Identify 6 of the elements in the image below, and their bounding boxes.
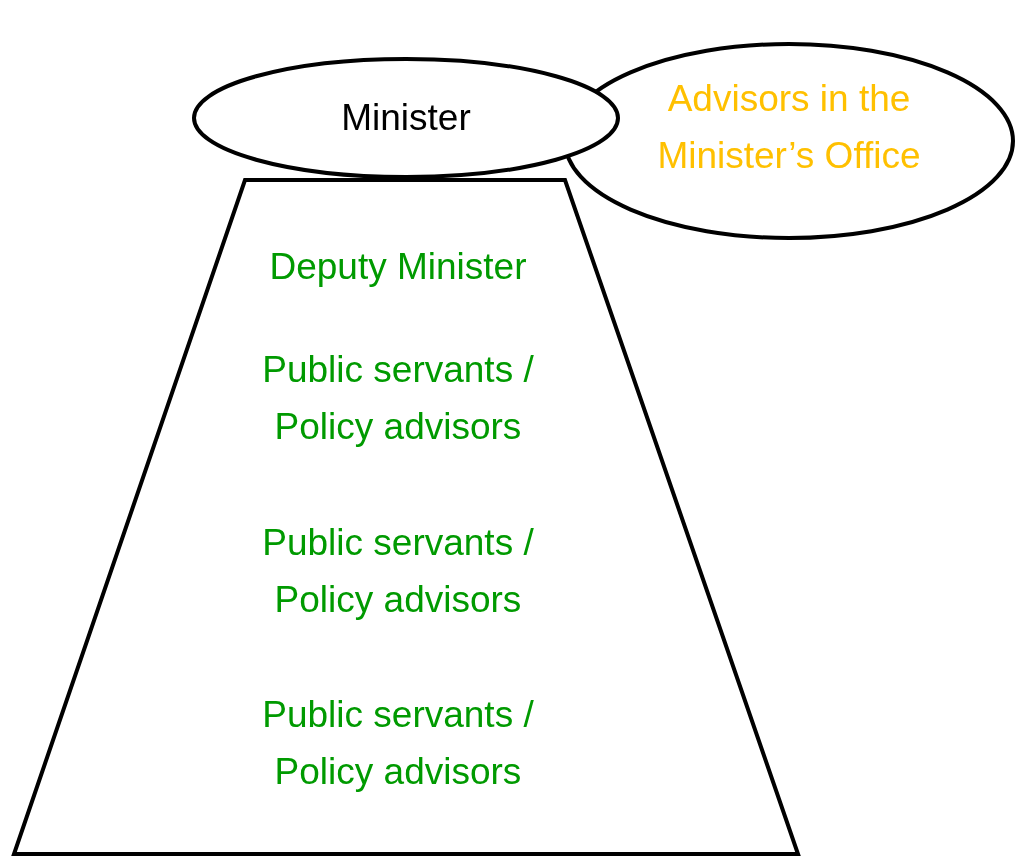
role-label: Deputy Minister [268,245,528,289]
staff-label: Public servants / Policy advisors [261,348,535,449]
role-label: Advisors in the Minister’s Office [656,77,922,178]
staff-label: Public servants / Policy advisors [261,693,535,794]
role-label: Minister [340,96,472,140]
staff-label: Public servants / Policy advisors [261,521,535,622]
